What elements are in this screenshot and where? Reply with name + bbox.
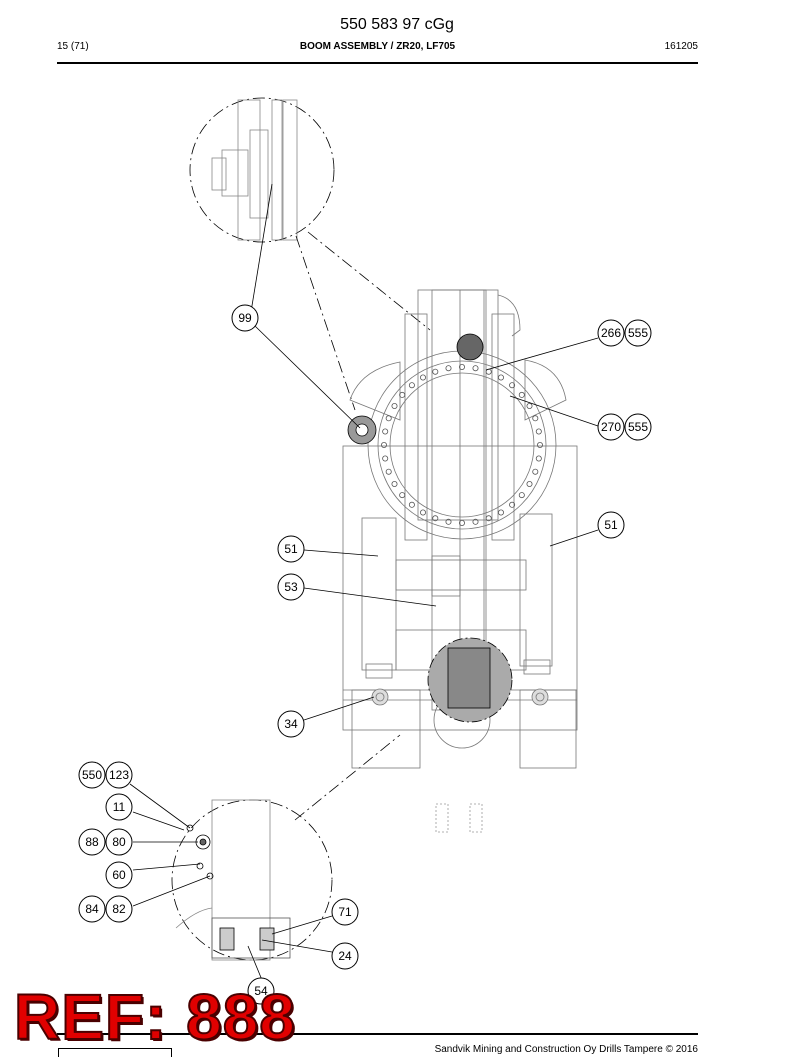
section-title: BOOM ASSEMBLY / ZR20, LF705 (299, 41, 456, 52)
disc-bolt-hole (509, 382, 516, 389)
disc-bolt-hole (445, 518, 452, 525)
disc-bolt-hole (518, 492, 525, 499)
disc-bolt-hole (458, 520, 465, 527)
copyright-text: Sandvik Mining and Construction Oy Drill… (434, 1044, 698, 1055)
disc-bolt-hole (472, 365, 479, 372)
disc-bolt-hole (518, 391, 525, 398)
disc-bolt-hole (408, 501, 415, 508)
svg-text:123: 123 (109, 768, 129, 782)
page-header: 15 (71) BOOM ASSEMBLY / ZR20, LF705 1612… (57, 41, 698, 55)
callout-82: 82 (105, 895, 133, 923)
disc-bolt-hole (526, 480, 533, 487)
callout-24: 24 (331, 942, 359, 970)
disc-bolt-hole (497, 509, 504, 516)
disc-bolt-hole (385, 468, 392, 475)
callout-53: 53 (277, 573, 305, 601)
header-rule (57, 62, 698, 64)
callout-123: 123 (105, 761, 133, 789)
disc-bolt-hole (385, 415, 392, 422)
callout-88: 88 (78, 828, 106, 856)
svg-text:84: 84 (85, 902, 99, 916)
disc-bolt-hole (526, 402, 533, 409)
svg-text:550: 550 (82, 768, 102, 782)
disc-bolt-hole (497, 374, 504, 381)
page-reference: 15 (71) (57, 41, 89, 52)
disc-bolt-hole (380, 441, 387, 448)
svg-text:60: 60 (112, 868, 126, 882)
svg-text:80: 80 (112, 835, 126, 849)
date-code: 161205 (664, 41, 698, 52)
svg-text:82: 82 (112, 902, 126, 916)
svg-text:555: 555 (628, 326, 648, 340)
svg-text:11: 11 (113, 800, 126, 814)
disc-bolt-hole (408, 382, 415, 389)
svg-text:24: 24 (338, 949, 352, 963)
svg-text:51: 51 (284, 542, 298, 556)
svg-text:88: 88 (85, 835, 99, 849)
disc-bolt-hole (419, 509, 426, 516)
disc-bolt-hole (509, 501, 516, 508)
svg-text:99: 99 (238, 311, 252, 325)
detail-view-top (189, 97, 335, 243)
callout-51-right: 51 (597, 511, 625, 539)
disc-bolt-hole (391, 402, 398, 409)
disc-bolt-hole (485, 515, 492, 522)
callout-34: 34 (277, 710, 305, 738)
svg-text:53: 53 (284, 580, 298, 594)
callout-60: 60 (105, 861, 133, 889)
svg-text:555: 555 (628, 420, 648, 434)
footer-rule (57, 1033, 698, 1035)
svg-text:270: 270 (601, 420, 621, 434)
leader-lines (129, 183, 599, 981)
disc-bolt-hole (399, 492, 406, 499)
disc-bolt-hole (391, 480, 398, 487)
detail-view-bottom (171, 799, 333, 961)
disc-bolt-holes (380, 363, 544, 527)
disc-bolt-hole (419, 374, 426, 381)
callout-550: 550 (78, 761, 106, 789)
disc-bolt-hole (532, 468, 539, 475)
small-section-marks (435, 803, 483, 833)
svg-text:54: 54 (254, 984, 268, 998)
disc-bolt-hole (532, 415, 539, 422)
callout-99: 99 (231, 304, 259, 332)
svg-text:51: 51 (604, 518, 618, 532)
svg-text:34: 34 (284, 717, 298, 731)
callout-bubbles: 99 266 555 270 555 51 51 53 34 550 123 1… (78, 304, 652, 1005)
disc-bolt-hole (535, 455, 542, 462)
callout-54: 54 (247, 977, 275, 1005)
callout-80: 80 (105, 828, 133, 856)
callout-84: 84 (78, 895, 106, 923)
callout-51-left: 51 (277, 535, 305, 563)
disc-bolt-hole (445, 365, 452, 372)
callout-266: 266 (597, 319, 625, 347)
reference-stamp: REF: 888 (13, 981, 296, 1053)
disc-bolt-hole (432, 515, 439, 522)
disc-bolt-hole (535, 428, 542, 435)
disc-bolt-hole (399, 391, 406, 398)
callout-71: 71 (331, 898, 359, 926)
callout-11: 11 (105, 793, 133, 821)
disc-bolt-hole (472, 518, 479, 525)
disc-bolt-hole (382, 428, 389, 435)
svg-text:71: 71 (338, 905, 352, 919)
disc-bolt-hole (382, 455, 389, 462)
svg-text:266: 266 (601, 326, 621, 340)
disc-bolt-hole (432, 368, 439, 375)
disc-bolt-hole (458, 363, 465, 370)
document-number: 550 583 97 cGg (340, 16, 454, 33)
detail-link-lines (294, 231, 431, 821)
highlighted-parts (347, 333, 513, 723)
callout-555-a: 555 (624, 319, 652, 347)
callout-270: 270 (597, 413, 625, 441)
disc-bolt-hole (537, 441, 544, 448)
callout-555-b: 555 (624, 413, 652, 441)
